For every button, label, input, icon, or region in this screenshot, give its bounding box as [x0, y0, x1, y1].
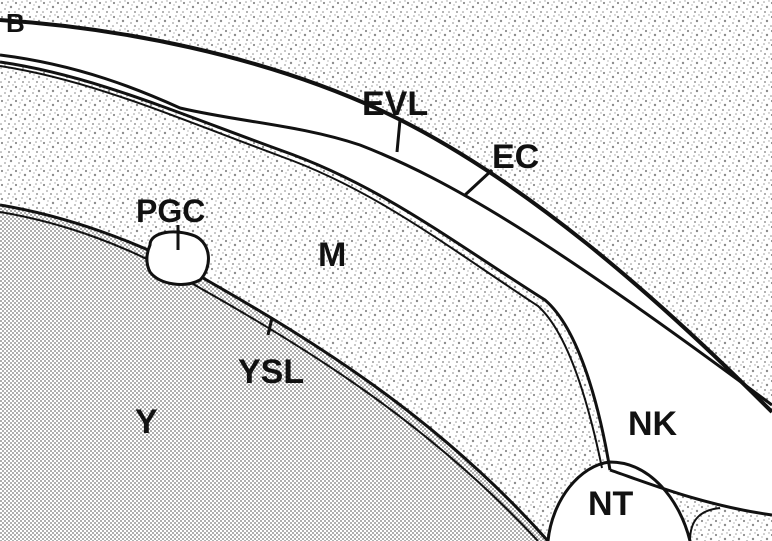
ec-label: EC	[492, 138, 539, 176]
nk-label: NK	[628, 405, 678, 443]
ysl-label: YSL	[238, 353, 304, 391]
evl-label: EVL	[362, 85, 428, 123]
y-label: Y	[135, 403, 158, 441]
pgc-label: PGC	[136, 193, 205, 229]
nt-label: NT	[588, 485, 634, 523]
m-label: M	[318, 236, 346, 274]
panel-letter: B	[6, 8, 25, 38]
